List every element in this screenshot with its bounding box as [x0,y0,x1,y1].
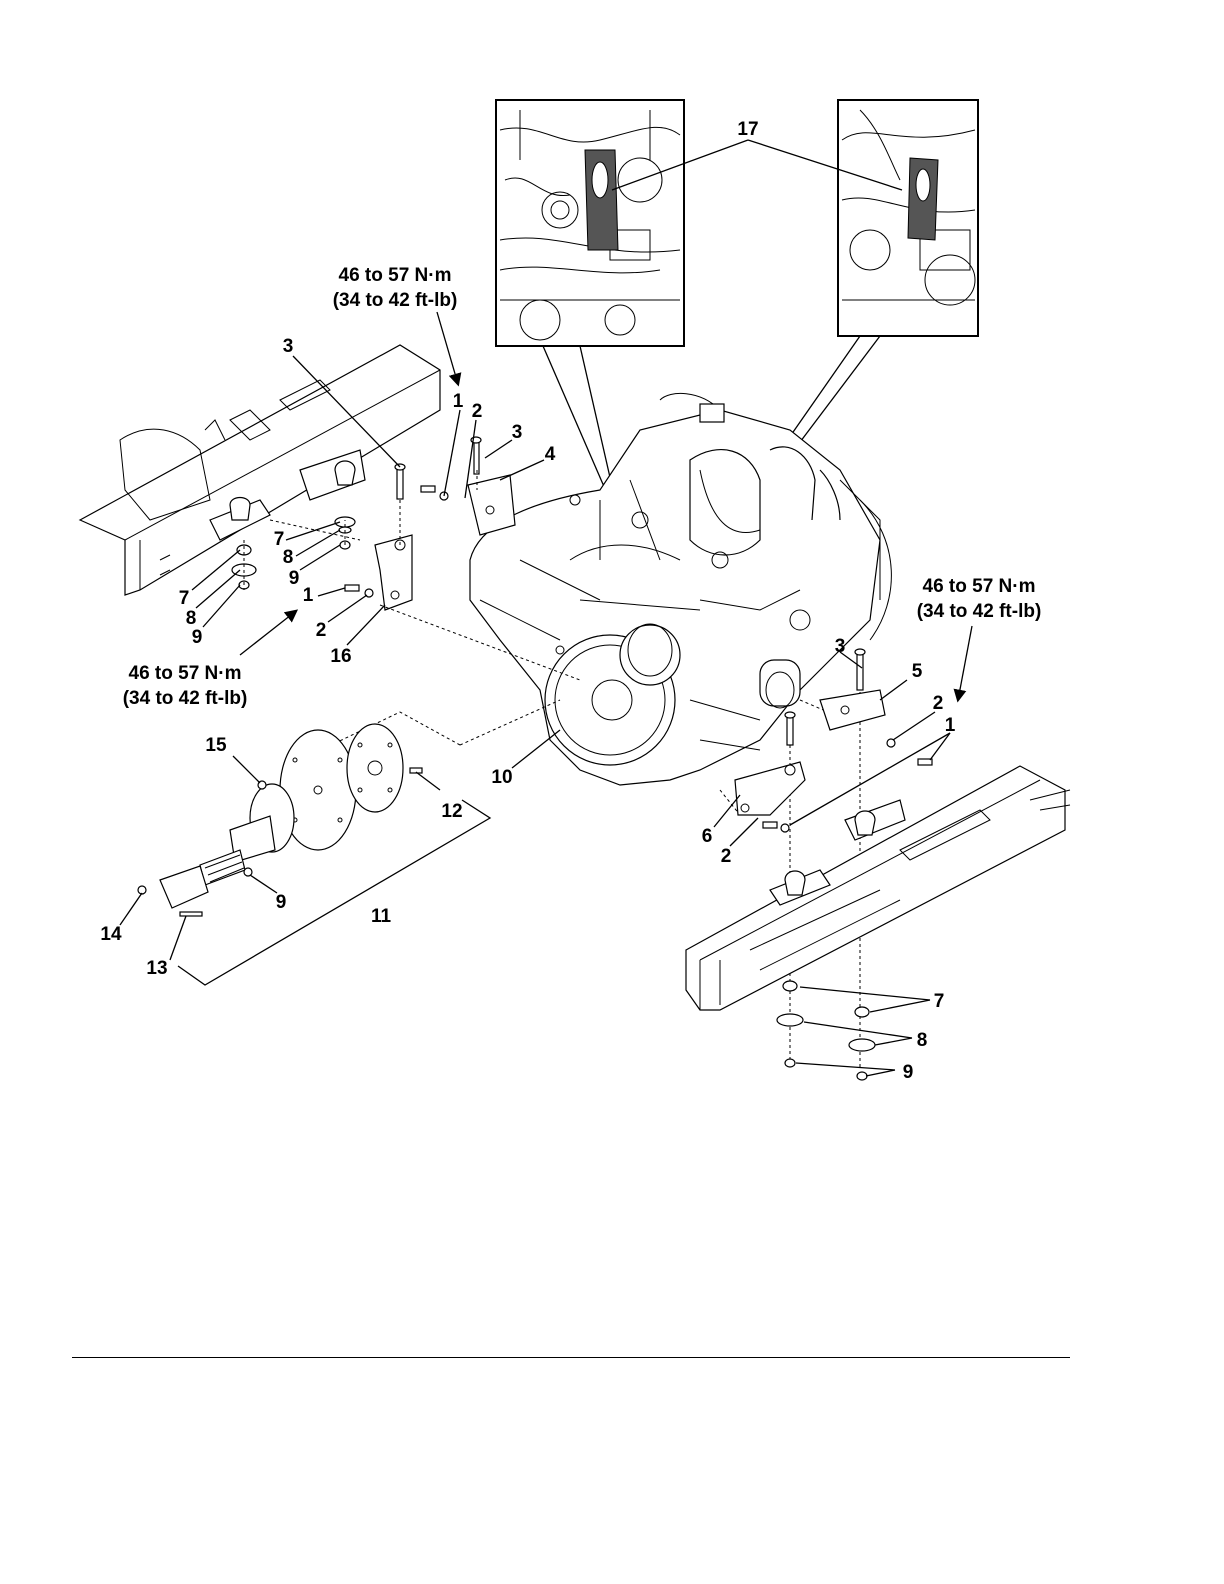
torque-spec-top-nm: 46 to 57 N·m [339,265,452,286]
callout-13: 13 [146,958,167,979]
callout-12: 12 [441,801,462,822]
callout-8: 8 [283,547,294,568]
footer-rule [72,1357,1070,1358]
inset-detail-left [496,100,684,346]
callout-15: 15 [205,735,227,756]
inset-detail-right [838,100,978,336]
callout-3: 3 [835,636,846,657]
callout-10: 10 [491,767,512,788]
callout-2: 2 [933,693,944,714]
callout-16: 16 [330,646,351,667]
callout-7: 7 [179,588,190,609]
callout-1: 1 [453,391,464,412]
callout-6: 6 [702,826,713,847]
callout-1: 1 [945,715,956,736]
callout-17: 17 [737,119,758,140]
callout-14: 14 [100,924,122,945]
callout-1: 1 [303,585,314,606]
callout-9: 9 [192,627,203,648]
callout-4: 4 [545,444,556,465]
callout-2: 2 [721,846,732,867]
callout-5: 5 [912,661,923,682]
torque-spec-right-nm: 46 to 57 N·m [923,576,1036,597]
callout-8: 8 [186,608,197,629]
torque-spec-top-ftlb: (34 to 42 ft-lb) [333,290,458,311]
callout-9: 9 [903,1062,914,1083]
callout-2: 2 [472,401,483,422]
callout-9: 9 [276,892,287,913]
callout-8: 8 [917,1030,928,1051]
torque-spec-right-ftlb: (34 to 42 ft-lb) [917,601,1042,622]
callout-3: 3 [283,336,294,357]
torque-spec-right: 46 to 57 N·m (34 to 42 ft-lb) [917,576,1042,622]
torque-spec-left-ftlb: (34 to 42 ft-lb) [123,688,248,709]
torque-spec-left: 46 to 57 N·m (34 to 42 ft-lb) [123,663,248,709]
callout-2: 2 [316,620,327,641]
callout-9: 9 [289,568,300,589]
callout-7: 7 [934,991,945,1012]
torque-spec-top: 46 to 57 N·m (34 to 42 ft-lb) [333,265,458,311]
drive-shaft-assembly [138,724,422,916]
callout-3: 3 [512,422,523,443]
callout-11: 11 [371,906,392,927]
torque-spec-left-nm: 46 to 57 N·m [129,663,242,684]
